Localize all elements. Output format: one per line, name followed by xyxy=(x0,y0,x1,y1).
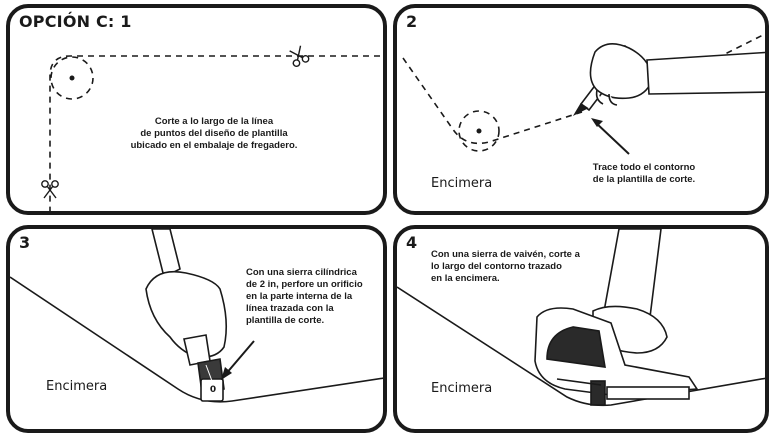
jigsaw-illustration xyxy=(397,229,765,407)
surface-label: Encimera xyxy=(46,379,108,394)
step-caption: Con una sierra de vaivén, corte a lo lar… xyxy=(431,249,621,285)
step-caption: Con una sierra cilíndrica de 2 in, perfo… xyxy=(246,267,383,327)
caption-line: Corte a lo largo de la línea xyxy=(154,116,274,127)
hole-saw-illustration xyxy=(10,229,383,403)
step-caption: Trace todo el contorno de la plantilla d… xyxy=(569,162,719,186)
hand-with-jigsaw-illustration xyxy=(534,229,699,406)
caption-line: de la plantilla de corte. xyxy=(592,174,696,185)
step-label: OPCIÓN C: 1 xyxy=(19,12,132,31)
caption-line: Con una sierra de vaivén, corte a xyxy=(431,249,580,260)
caption-line: ubicado en el embalaje de fregadero. xyxy=(130,140,298,151)
caption-line: plantilla de corte. xyxy=(246,315,325,326)
template-cut-illustration xyxy=(41,45,380,211)
drill-illustration xyxy=(145,229,228,402)
step-panel-4: 4 Con una sierra de vaivén, corte a lo l… xyxy=(393,225,769,433)
trace-outline-illustration xyxy=(402,33,765,155)
caption-line: en la parte interna de la xyxy=(246,291,353,302)
caption-line: Con una sierra cilíndrica xyxy=(246,267,357,278)
scissors-icon xyxy=(41,180,59,199)
step-caption: Corte a lo largo de la línea de puntos d… xyxy=(114,116,314,152)
caption-line: de puntos del diseño de plantilla xyxy=(140,128,288,139)
step-panel-3: 0 3 Con una sierra cilíndrica de 2 in, p… xyxy=(6,225,387,433)
step-label: 4 xyxy=(406,233,418,252)
step-panel-2: 2 Trace todo el contorno de la plantilla… xyxy=(393,4,769,215)
caption-line: línea trazada con la xyxy=(246,303,334,314)
surface-label: Encimera xyxy=(431,381,493,396)
step-panel-1: OPCIÓN C: 1 Corte a lo largo de la línea… xyxy=(6,4,387,215)
pointer-arrow xyxy=(591,118,630,155)
pointer-arrow xyxy=(221,340,255,380)
tool-mark: 0 xyxy=(209,385,217,395)
step-label: 2 xyxy=(406,12,418,31)
step-label: 3 xyxy=(19,233,31,252)
scissors-icon xyxy=(289,45,310,68)
caption-line: en la encimera. xyxy=(431,273,500,284)
caption-line: lo largo del contorno trazado xyxy=(431,261,562,272)
caption-line: de 2 in, perfore un orificio xyxy=(246,279,363,290)
surface-label: Encimera xyxy=(431,176,493,191)
hand-with-pencil-illustration xyxy=(572,43,765,116)
caption-line: Trace todo el contorno xyxy=(592,162,696,173)
